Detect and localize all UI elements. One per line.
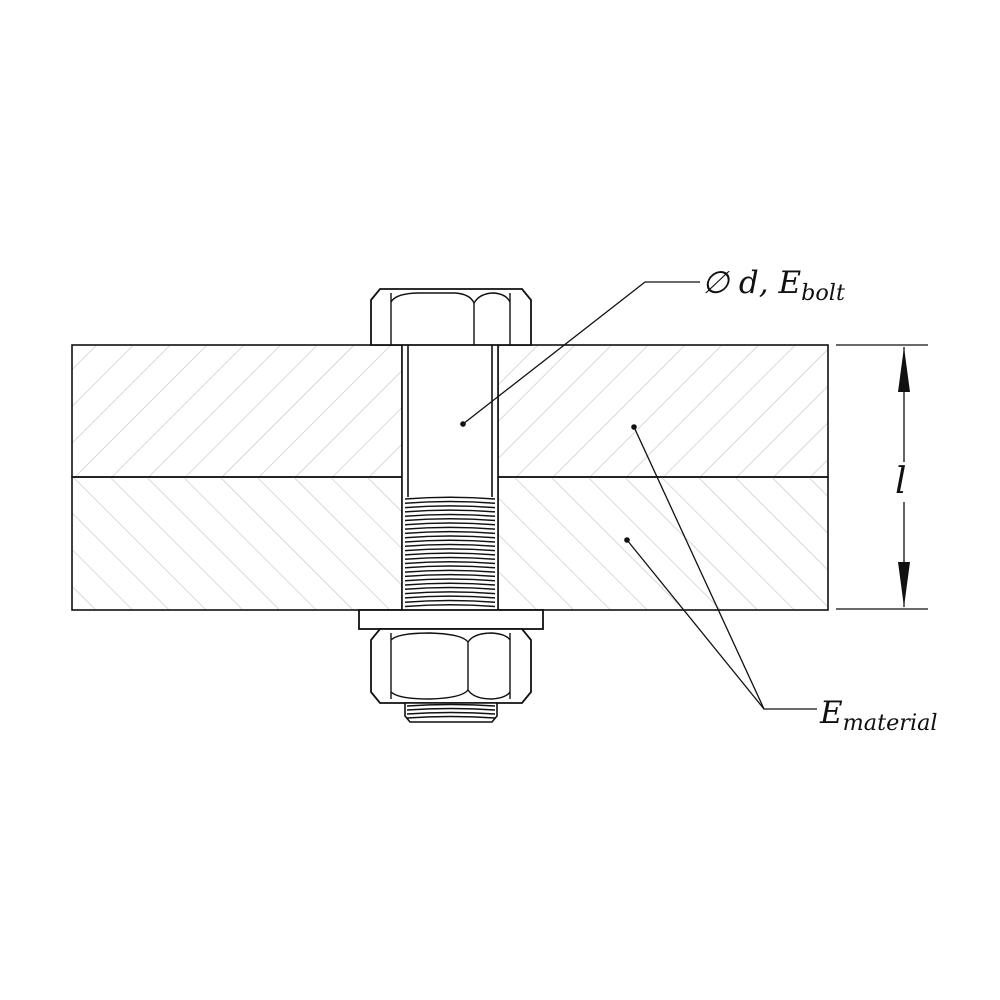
thread-crest bbox=[404, 535, 496, 539]
thread-crest bbox=[404, 496, 496, 500]
upper-plate-left-section bbox=[71, 344, 403, 478]
bolt-thread bbox=[403, 496, 497, 610]
bolt-thread-end bbox=[404, 702, 498, 723]
diameter-symbol: ∅ bbox=[702, 265, 730, 301]
thread-crest bbox=[404, 573, 496, 578]
thread-crest bbox=[404, 530, 496, 535]
thread-crest bbox=[404, 569, 496, 573]
thread-crest bbox=[404, 591, 496, 595]
grip-length-dimension bbox=[836, 344, 928, 610]
thread-crest bbox=[404, 586, 496, 591]
thread-crest bbox=[404, 539, 496, 543]
upper-plate-right-section bbox=[497, 344, 829, 478]
thread-crest bbox=[404, 526, 496, 530]
lower-plate-right-section bbox=[497, 476, 829, 611]
thread-crest bbox=[406, 703, 496, 707]
thread-crest bbox=[404, 565, 496, 569]
thread-crest bbox=[404, 582, 496, 586]
grip-length-label: l bbox=[895, 461, 907, 502]
thread-crest bbox=[406, 707, 496, 711]
nut bbox=[370, 628, 532, 704]
bolt-diameter-variable: d bbox=[738, 265, 759, 301]
bolt-leader bbox=[460, 281, 700, 427]
washer bbox=[358, 609, 544, 630]
arrow-up bbox=[898, 347, 910, 392]
arrow-down bbox=[898, 562, 910, 607]
material-modulus-variable: E bbox=[820, 695, 843, 731]
thread-crest bbox=[406, 711, 496, 715]
thread-crest bbox=[404, 556, 496, 560]
thread-crest bbox=[404, 561, 496, 565]
material-modulus-label: Ematerial bbox=[820, 695, 938, 737]
thread-crest bbox=[404, 595, 496, 599]
bolt-property-label: ∅ d, Ebolt bbox=[702, 265, 845, 307]
lower-plate bbox=[71, 476, 829, 611]
thread-crest bbox=[404, 509, 496, 513]
thread-crest bbox=[404, 505, 496, 509]
thread-crest bbox=[404, 513, 496, 517]
upper-plate bbox=[71, 344, 829, 478]
thread-crest bbox=[404, 599, 496, 603]
thread-crest bbox=[404, 518, 496, 522]
thread-crest bbox=[404, 604, 496, 608]
material-modulus-subscript: material bbox=[842, 710, 938, 737]
thread-crest bbox=[404, 578, 496, 582]
thread-crest bbox=[404, 552, 496, 556]
thread-crest bbox=[404, 500, 496, 505]
thread-crest bbox=[406, 715, 496, 719]
thread-crest bbox=[404, 548, 496, 552]
thread-crest bbox=[404, 522, 496, 526]
thread-crest bbox=[404, 543, 496, 548]
bolt-modulus-subscript: bolt bbox=[801, 280, 845, 307]
lower-plate-left-section bbox=[71, 476, 403, 611]
bolt-modulus-variable: E bbox=[778, 265, 802, 301]
bolt-label-separator: , bbox=[758, 265, 779, 301]
bolt-head bbox=[370, 288, 532, 346]
material-leader bbox=[624, 424, 817, 710]
